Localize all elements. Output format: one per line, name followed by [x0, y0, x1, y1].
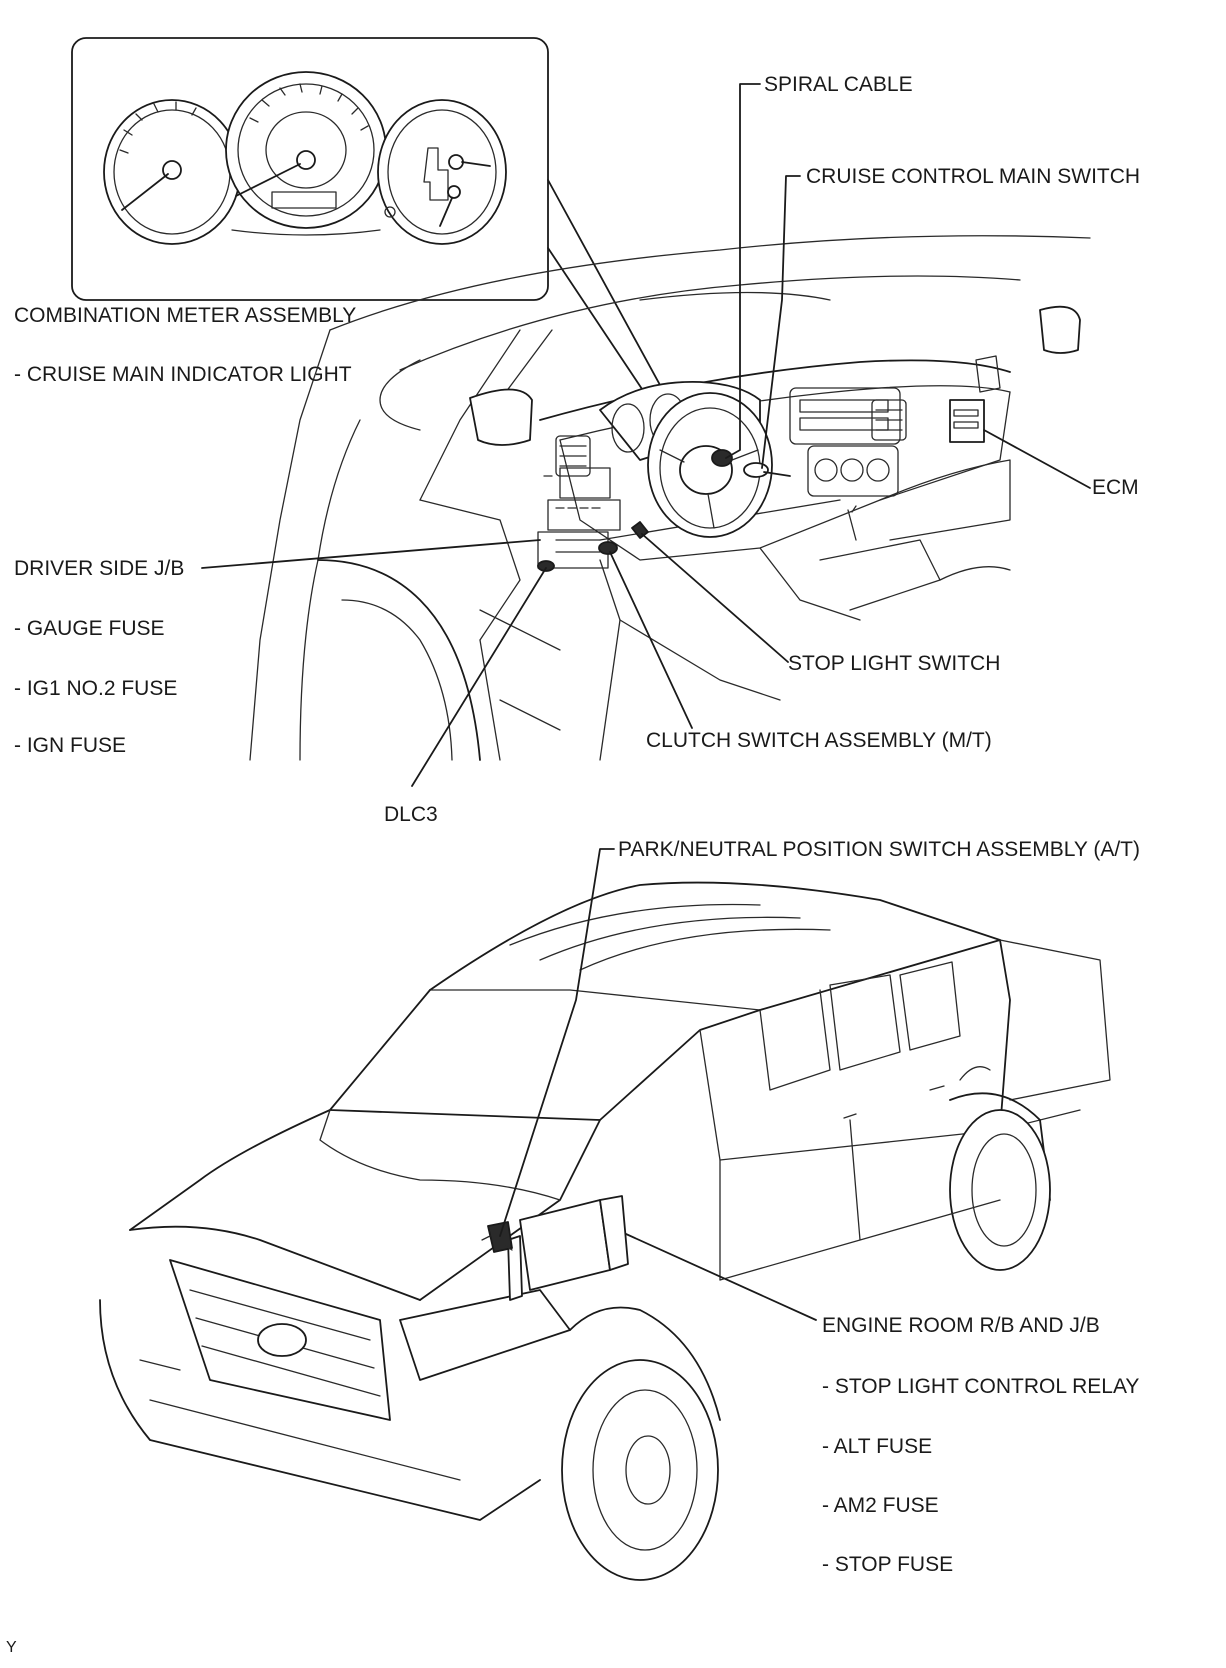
dashboard-illustration [249, 235, 1091, 761]
label-spiral-cable: SPIRAL CABLE [764, 73, 913, 96]
label-cruise-main-indicator-light: - CRUISE MAIN INDICATOR LIGHT [14, 363, 352, 386]
label-engine-room-rb-jb: ENGINE ROOM R/B AND J/B [822, 1314, 1100, 1337]
label-ecm: ECM [1092, 476, 1139, 499]
truck-illustration [99, 881, 1111, 1581]
center-gauge [225, 71, 387, 236]
combination-meter-inset [71, 37, 549, 301]
label-cruise-control-main-switch: CRUISE CONTROL MAIN SWITCH [806, 165, 1140, 188]
label-clutch-switch-assembly: CLUTCH SWITCH ASSEMBLY (M/T) [646, 729, 992, 752]
leader-lines [201, 83, 1091, 1321]
label-alt-fuse: - ALT FUSE [822, 1435, 932, 1458]
label-dlc3: DLC3 [384, 803, 438, 826]
label-ign-fuse: - IGN FUSE [14, 734, 126, 757]
right-gauge [377, 99, 507, 245]
inset-callout-line-1 [547, 179, 661, 386]
label-gauge-fuse: - GAUGE FUSE [14, 617, 165, 640]
label-driver-side-jb: DRIVER SIDE J/B [14, 557, 184, 580]
label-ig1-no2-fuse: - IG1 NO.2 FUSE [14, 677, 177, 700]
label-stop-light-switch: STOP LIGHT SWITCH [788, 652, 1000, 675]
label-combination-meter-assembly: COMBINATION METER ASSEMBLY [14, 304, 356, 327]
corner-mark: Y [6, 1639, 17, 1656]
label-stop-light-control-relay: - STOP LIGHT CONTROL RELAY [822, 1375, 1139, 1398]
label-stop-fuse: - STOP FUSE [822, 1553, 953, 1576]
left-gauge [103, 99, 241, 245]
inset-callout-line-2 [547, 247, 645, 393]
label-am2-fuse: - AM2 FUSE [822, 1494, 939, 1517]
label-park-neutral-switch: PARK/NEUTRAL POSITION SWITCH ASSEMBLY (A… [618, 838, 1140, 861]
